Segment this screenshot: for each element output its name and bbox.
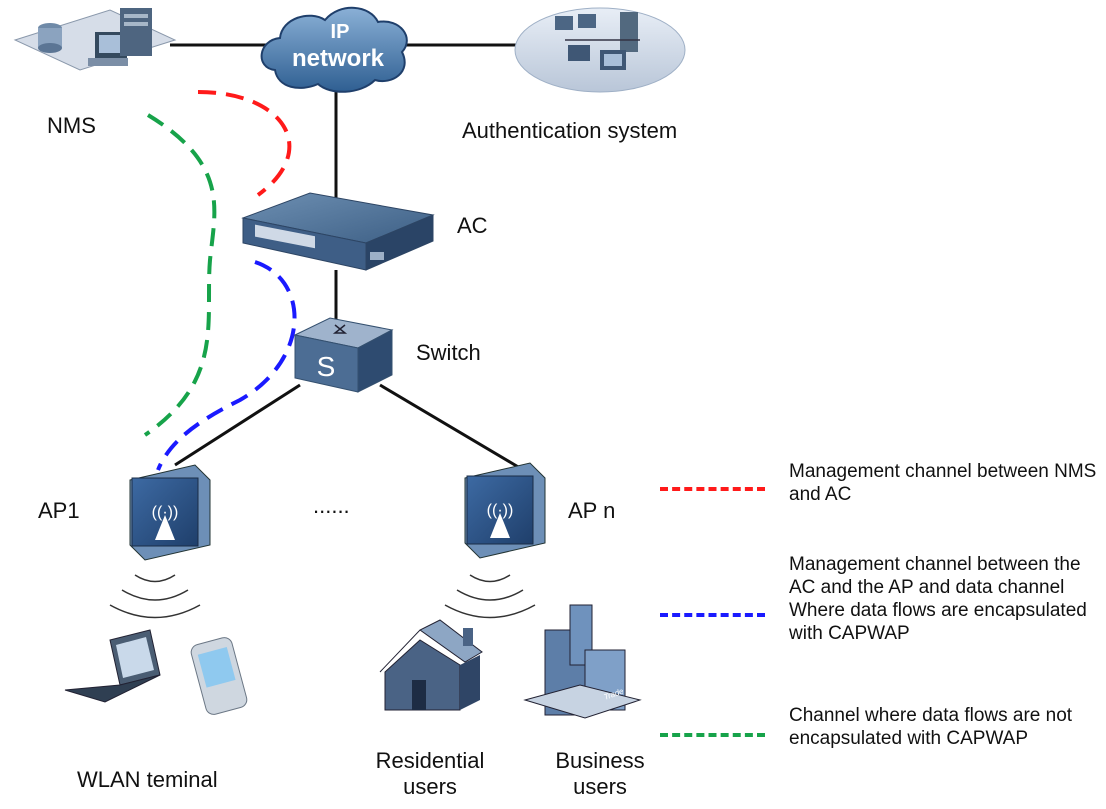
link-switch-apn <box>379 383 521 470</box>
legend-green-text: Channel where data flows are not encapsu… <box>789 705 1073 749</box>
cloud-line1: IP <box>331 21 350 43</box>
nms-label: NMS <box>47 113 96 138</box>
switch-label: Switch <box>416 340 481 365</box>
ap-icon: ((·)) <box>129 464 211 561</box>
blue-channel <box>156 260 297 471</box>
laptop-icon <box>64 629 161 703</box>
red-channel <box>197 90 292 197</box>
wlan-terminal-label: WLAN teminal <box>77 767 218 792</box>
link-switch-ap1 <box>174 383 301 467</box>
legend-blue-line <box>660 613 765 617</box>
buildings-icon: Trade Center <box>523 604 650 719</box>
ac-device-icon <box>241 192 435 271</box>
legend-blue-text: Management channel between the AC and th… <box>789 554 1087 644</box>
house-icon <box>379 619 483 711</box>
switch-icon: S <box>293 317 394 393</box>
auth-system-icon <box>514 7 686 93</box>
svg-text:((·)): ((·)) <box>152 504 179 521</box>
apn-label: AP n <box>568 498 616 523</box>
links <box>170 43 521 470</box>
ip-cloud-icon: IP network <box>260 6 408 93</box>
ap-icon: ((·)) <box>464 462 546 559</box>
switch-glyph: S <box>317 351 336 382</box>
ellipsis-label: ...... <box>313 493 350 518</box>
green-channel <box>143 113 217 437</box>
legend-red-line <box>660 487 765 491</box>
legend-green-line <box>660 733 765 737</box>
ap1-label: AP1 <box>38 498 80 523</box>
business-label: Business users <box>555 748 645 799</box>
nms-server-icon <box>13 8 177 71</box>
phone-icon <box>190 637 248 715</box>
auth-label: Authentication system <box>462 118 678 143</box>
residential-label: Residential users <box>375 748 485 799</box>
wireless-waves <box>109 574 536 619</box>
ac-label: AC <box>457 213 488 238</box>
cloud-line2: network <box>292 45 385 72</box>
svg-text:((·)): ((·)) <box>487 502 514 519</box>
legend-red-text: Management channel between NMS and AC <box>789 461 1097 505</box>
